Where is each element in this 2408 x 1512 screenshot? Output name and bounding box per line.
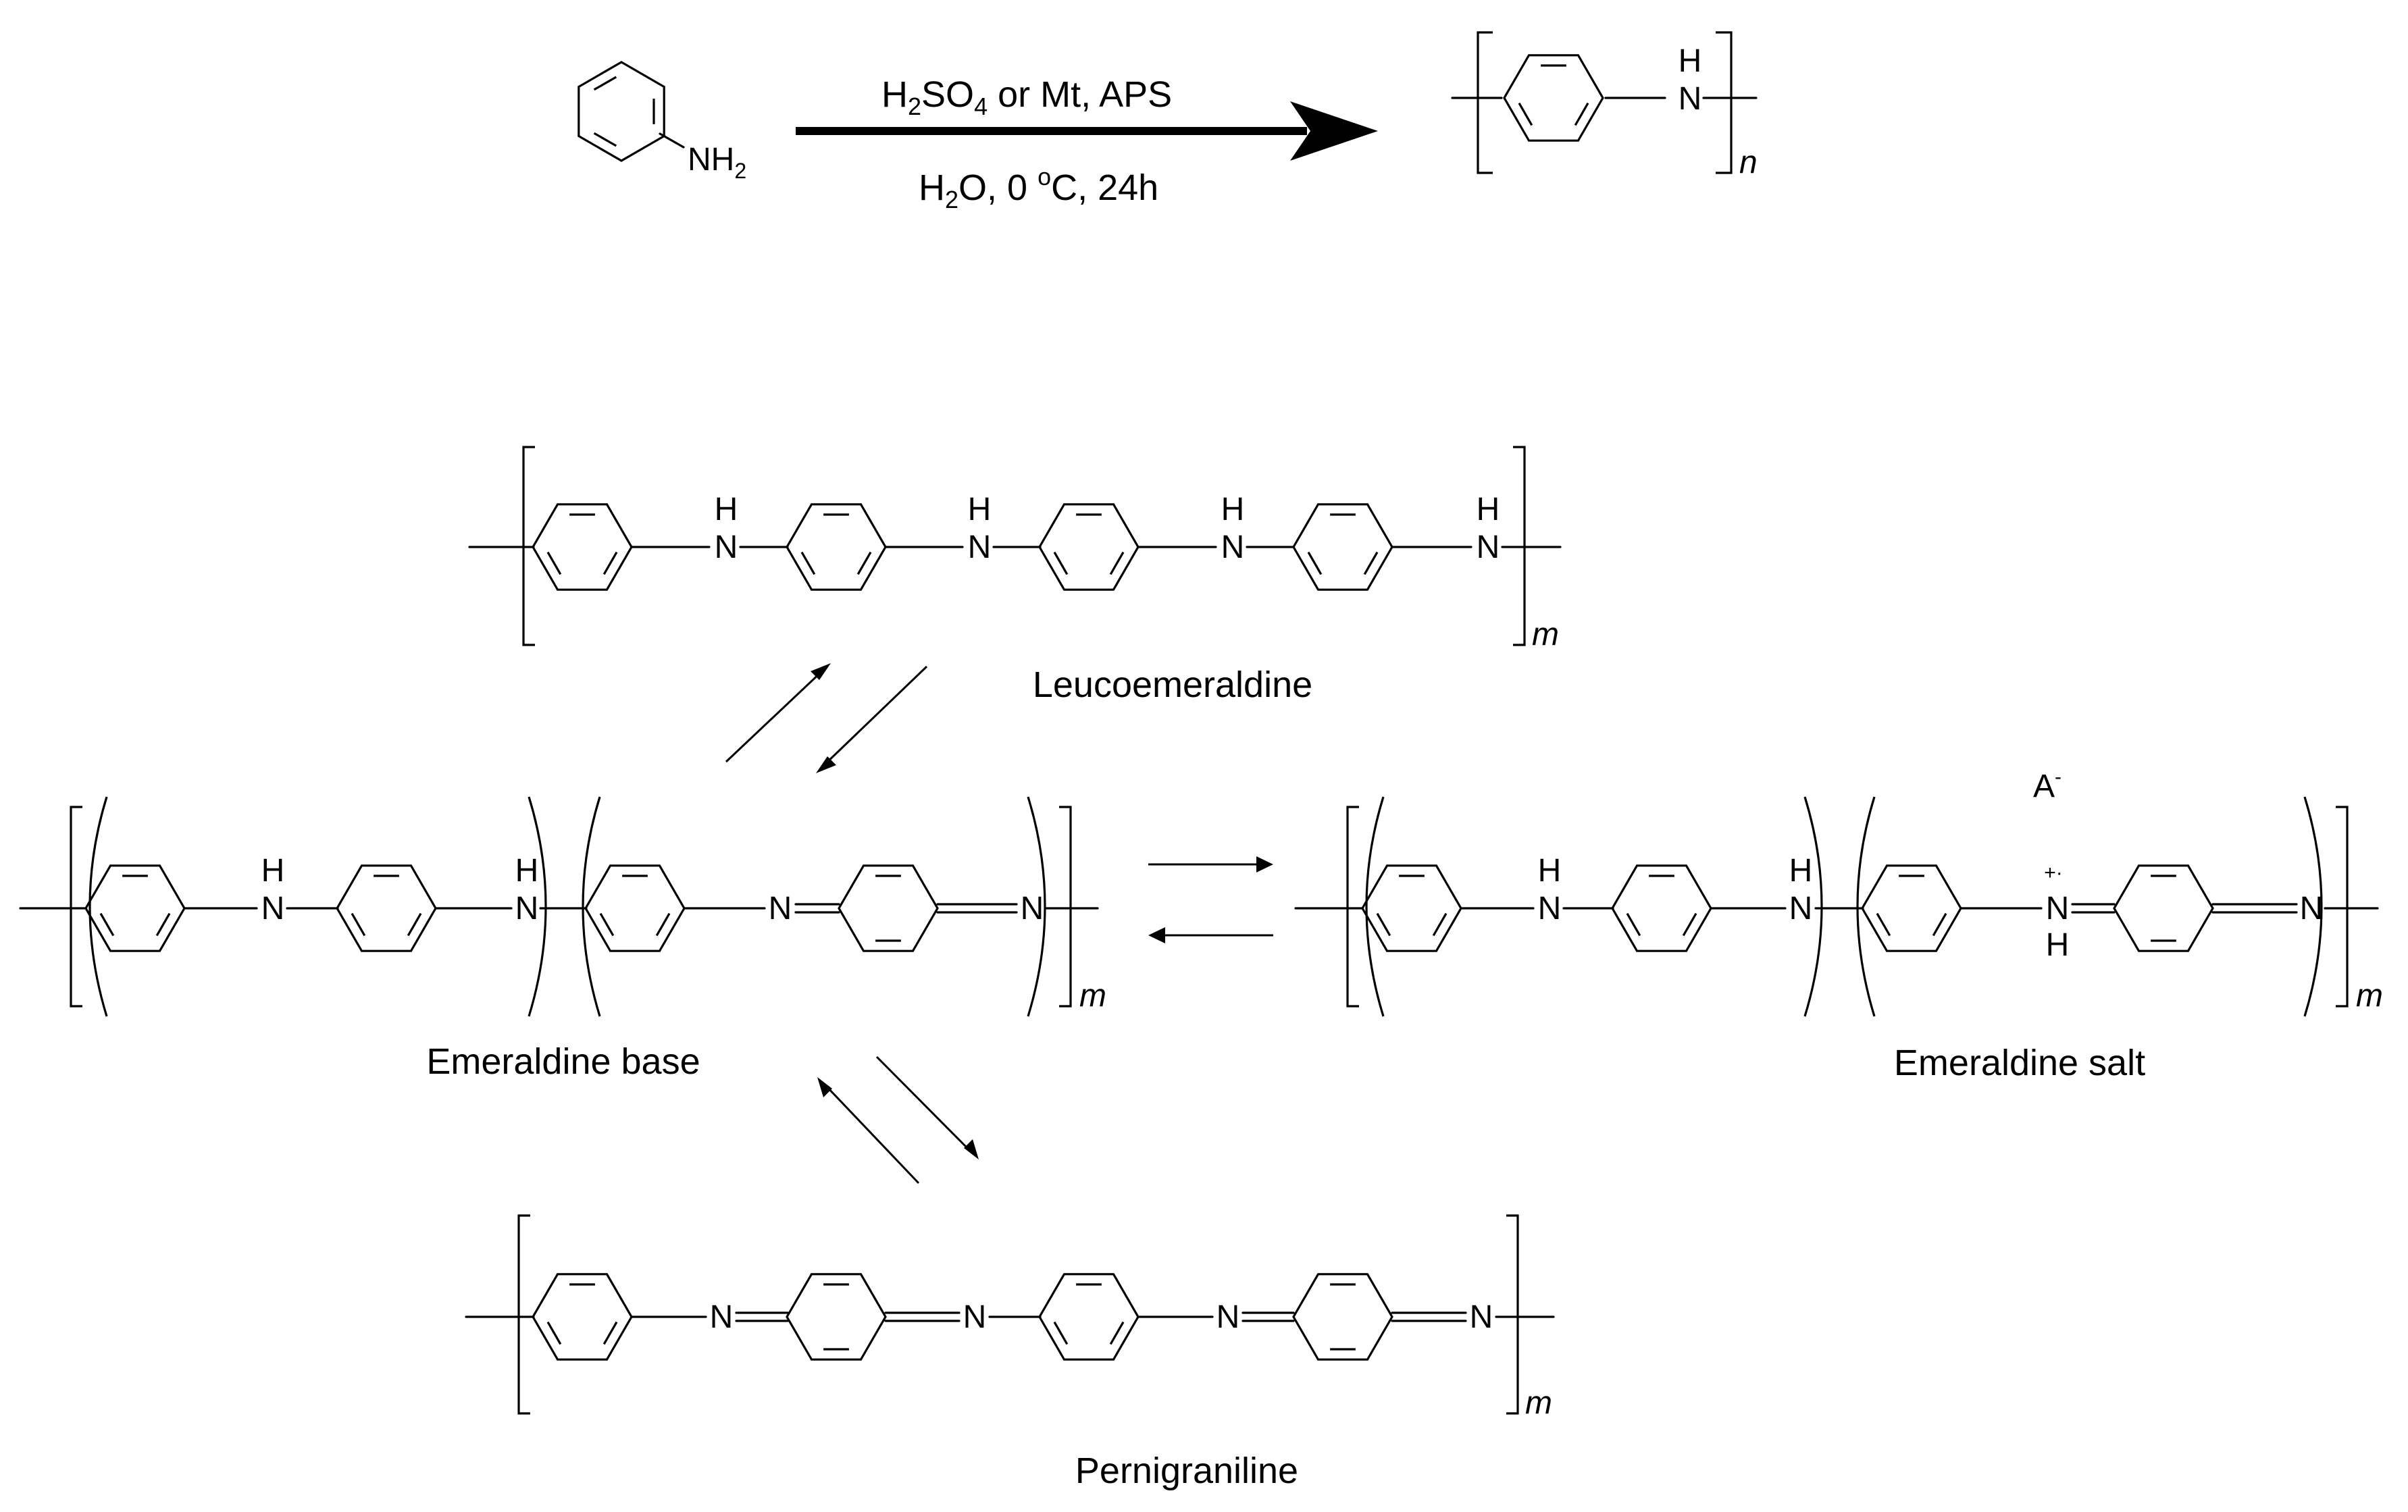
emeraldine-base-structure: H N H N N N m Emeraldine base [19, 796, 1106, 1082]
leucoemeraldine-structure: H N H N H N H N m Leucoemeraldine [468, 446, 1562, 705]
leucoemeraldine-label: Leucoemeraldine [1033, 664, 1312, 705]
eb-right-bracket [1059, 806, 1072, 1008]
emeraldine-salt-structure: A- H N H N +· N H N m Emeraldine salt [1294, 766, 2383, 1083]
perni-repeat-m: m [1525, 1385, 1552, 1421]
perni-n-4: N [1470, 1299, 1493, 1335]
leuco-h-2: H [968, 492, 992, 527]
perni-ring-2 [1038, 1273, 1139, 1361]
es-repeat-m: m [2356, 978, 2383, 1014]
es-ring-1 [1361, 864, 1462, 952]
es-left-paren-2 [1856, 796, 1876, 1017]
product-n-label: N [1679, 81, 1702, 117]
es-right-paren-2 [2303, 796, 2323, 1017]
leuco-emeraldine-equilibrium [725, 663, 928, 773]
es-n-2: N [1789, 891, 1813, 927]
leuco-h-4: H [1477, 492, 1500, 527]
leuco-h-1: H [715, 492, 738, 527]
es-right-bracket [2336, 806, 2349, 1008]
pernigraniline-structure: N N N N m Pernigraniline [465, 1214, 1555, 1491]
es-ring-2 [1611, 864, 1712, 952]
es-n-4: N [2300, 891, 2324, 927]
eb-n-2: N [515, 891, 539, 927]
perni-n-3: N [1216, 1299, 1240, 1335]
leuco-right-bracket [1513, 446, 1526, 646]
product-left-bracket [1477, 31, 1493, 174]
leuco-n-2: N [968, 529, 992, 565]
aniline-molecule: NH2 [578, 61, 746, 183]
eb-n-1: N [261, 891, 285, 927]
eb-n-3: N [769, 891, 792, 927]
leuco-ring-1 [532, 503, 633, 591]
leuco-h-3: H [1221, 492, 1245, 527]
eb-ring-1 [84, 864, 186, 952]
perni-quinoid-ring-2 [1292, 1273, 1393, 1361]
es-right-paren-1 [1803, 796, 1823, 1017]
perni-n-1: N [710, 1299, 734, 1335]
eb-quinoid-ring [838, 864, 939, 952]
eb-h-2: H [515, 853, 539, 889]
eb-right-paren-2 [1027, 796, 1046, 1017]
perni-right-bracket [1506, 1214, 1519, 1415]
leuco-n-4: N [1477, 529, 1500, 565]
product-h-label: H [1679, 43, 1702, 79]
leuco-ring-2 [786, 503, 887, 591]
es-n-3: N [2046, 891, 2070, 927]
leuco-ring-3 [1038, 503, 1139, 591]
es-h-3: H [2046, 927, 2070, 963]
leuco-n-3: N [1221, 529, 1245, 565]
polyaniline-product: H N n [1451, 31, 1758, 180]
eb-h-1: H [261, 853, 285, 889]
aniline-nh-label: NH2 [688, 142, 746, 183]
eb-left-bracket [70, 806, 82, 1008]
product-ring [1503, 54, 1604, 142]
es-left-paren-1 [1365, 796, 1385, 1017]
es-anion: A- [2033, 766, 2061, 804]
eb-left-paren-2 [582, 796, 601, 1017]
aniline-c-n-bond [659, 132, 685, 149]
perni-n-2: N [963, 1299, 987, 1335]
es-n-1: N [1538, 891, 1562, 927]
reaction-conditions-reagents: H2SO4 or Mt, APS [881, 74, 1172, 120]
leuco-n-1: N [715, 529, 738, 565]
eb-n-4: N [1021, 891, 1044, 927]
pernigraniline-label: Pernigraniline [1075, 1451, 1298, 1491]
es-radical-cation: +· [2044, 862, 2063, 884]
perni-left-bracket [517, 1214, 530, 1415]
base-pernigraniline-equilibrium [817, 1055, 979, 1184]
eb-left-paren-1 [88, 796, 108, 1017]
es-h-1: H [1538, 853, 1562, 889]
es-ring-3 [1861, 864, 1962, 952]
aniline-ring [578, 61, 665, 162]
emeraldine-salt-label: Emeraldine salt [1894, 1043, 2145, 1083]
reaction-conditions-medium: H2O, 0 oC, 24h [919, 163, 1158, 213]
leuco-ring-4 [1292, 503, 1393, 591]
product-right-bracket [1716, 31, 1733, 174]
es-h-2: H [1789, 853, 1813, 889]
es-left-bracket [1346, 806, 1359, 1008]
eb-repeat-m: m [1079, 978, 1106, 1014]
eb-right-paren-1 [528, 796, 547, 1017]
base-salt-equilibrium [1148, 856, 1273, 943]
eb-ring-3 [584, 864, 686, 952]
es-quinoid-ring [2113, 864, 2214, 952]
perni-ring-1 [532, 1273, 633, 1361]
eb-ring-2 [336, 864, 437, 952]
perni-quinoid-ring-1 [786, 1273, 887, 1361]
leuco-repeat-m: m [1532, 617, 1559, 652]
reaction-arrow [796, 101, 1378, 161]
product-repeat-n: n [1739, 145, 1758, 180]
emeraldine-base-label: Emeraldine base [426, 1041, 700, 1082]
